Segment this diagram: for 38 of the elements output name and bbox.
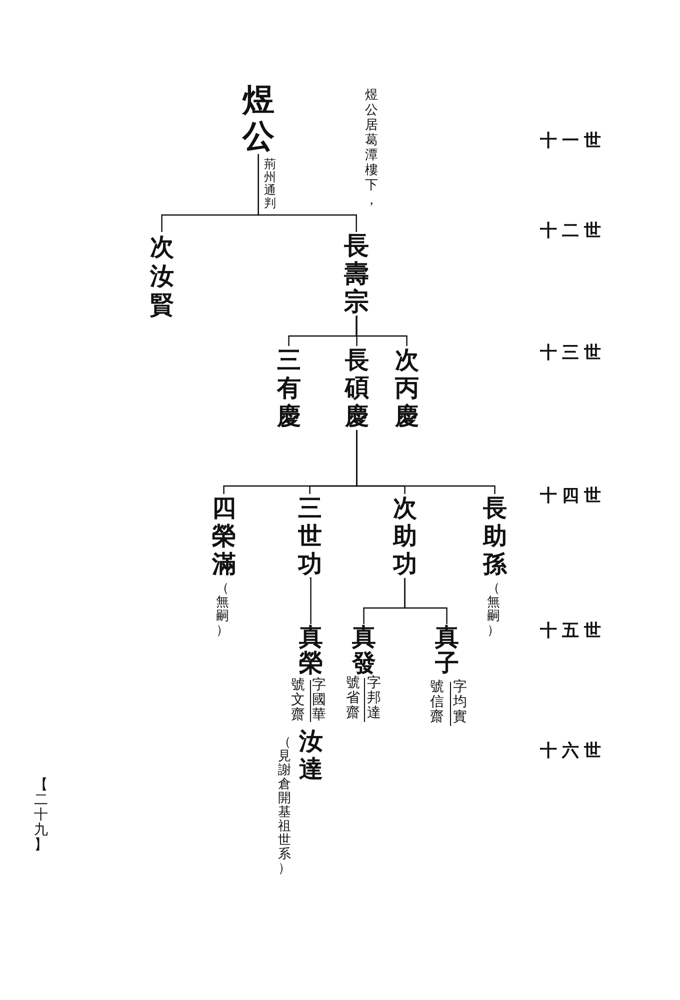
note-text: 字國華	[311, 678, 328, 723]
family-line	[310, 577, 312, 624]
person-name: 真發	[352, 624, 376, 676]
person-name: 真子	[434, 624, 460, 676]
person-name: 次汝賢	[148, 232, 175, 319]
note-text: （無嗣）	[215, 582, 230, 638]
person-name: 汝達	[298, 727, 324, 783]
note-text: （無嗣）	[486, 582, 501, 638]
generation-label: 十六世	[540, 740, 606, 762]
note-text: 號省齋	[345, 676, 362, 721]
person-name: 長助孫	[482, 494, 508, 578]
note-text: 號信齋	[429, 680, 446, 725]
person-name: 三有慶	[276, 346, 302, 430]
family-line	[404, 578, 448, 624]
family-line	[258, 154, 357, 232]
person-name: 次丙慶	[394, 346, 420, 430]
family-line	[356, 430, 496, 494]
person-name: 真榮	[298, 624, 324, 676]
person-name: 四榮滿	[210, 494, 237, 578]
generation-label: 十一世	[540, 130, 606, 152]
page-number: 【二十九】	[33, 778, 50, 853]
person-name: 次助功	[392, 494, 418, 578]
generation-label: 十三世	[540, 342, 606, 364]
family-line	[356, 316, 408, 346]
generation-label: 十五世	[540, 620, 606, 642]
note-text: 字均實	[452, 680, 468, 725]
person-name: 長碩慶	[343, 346, 370, 430]
note-text: 字邦達	[366, 676, 382, 721]
note-text: （見謝倉開基祖世系）	[277, 736, 292, 876]
note-text: 號文齋	[290, 678, 306, 723]
person-name: 煜公	[240, 82, 276, 154]
person-name: 長壽宗	[342, 232, 370, 316]
family-line	[356, 315, 358, 346]
office-note: 荊州通判	[263, 158, 277, 210]
generation-label: 十二世	[540, 220, 606, 242]
generation-label: 十四世	[540, 485, 606, 507]
note-text: 煜公居葛潭樓下，	[364, 88, 379, 208]
person-name: 三世功	[296, 494, 323, 578]
